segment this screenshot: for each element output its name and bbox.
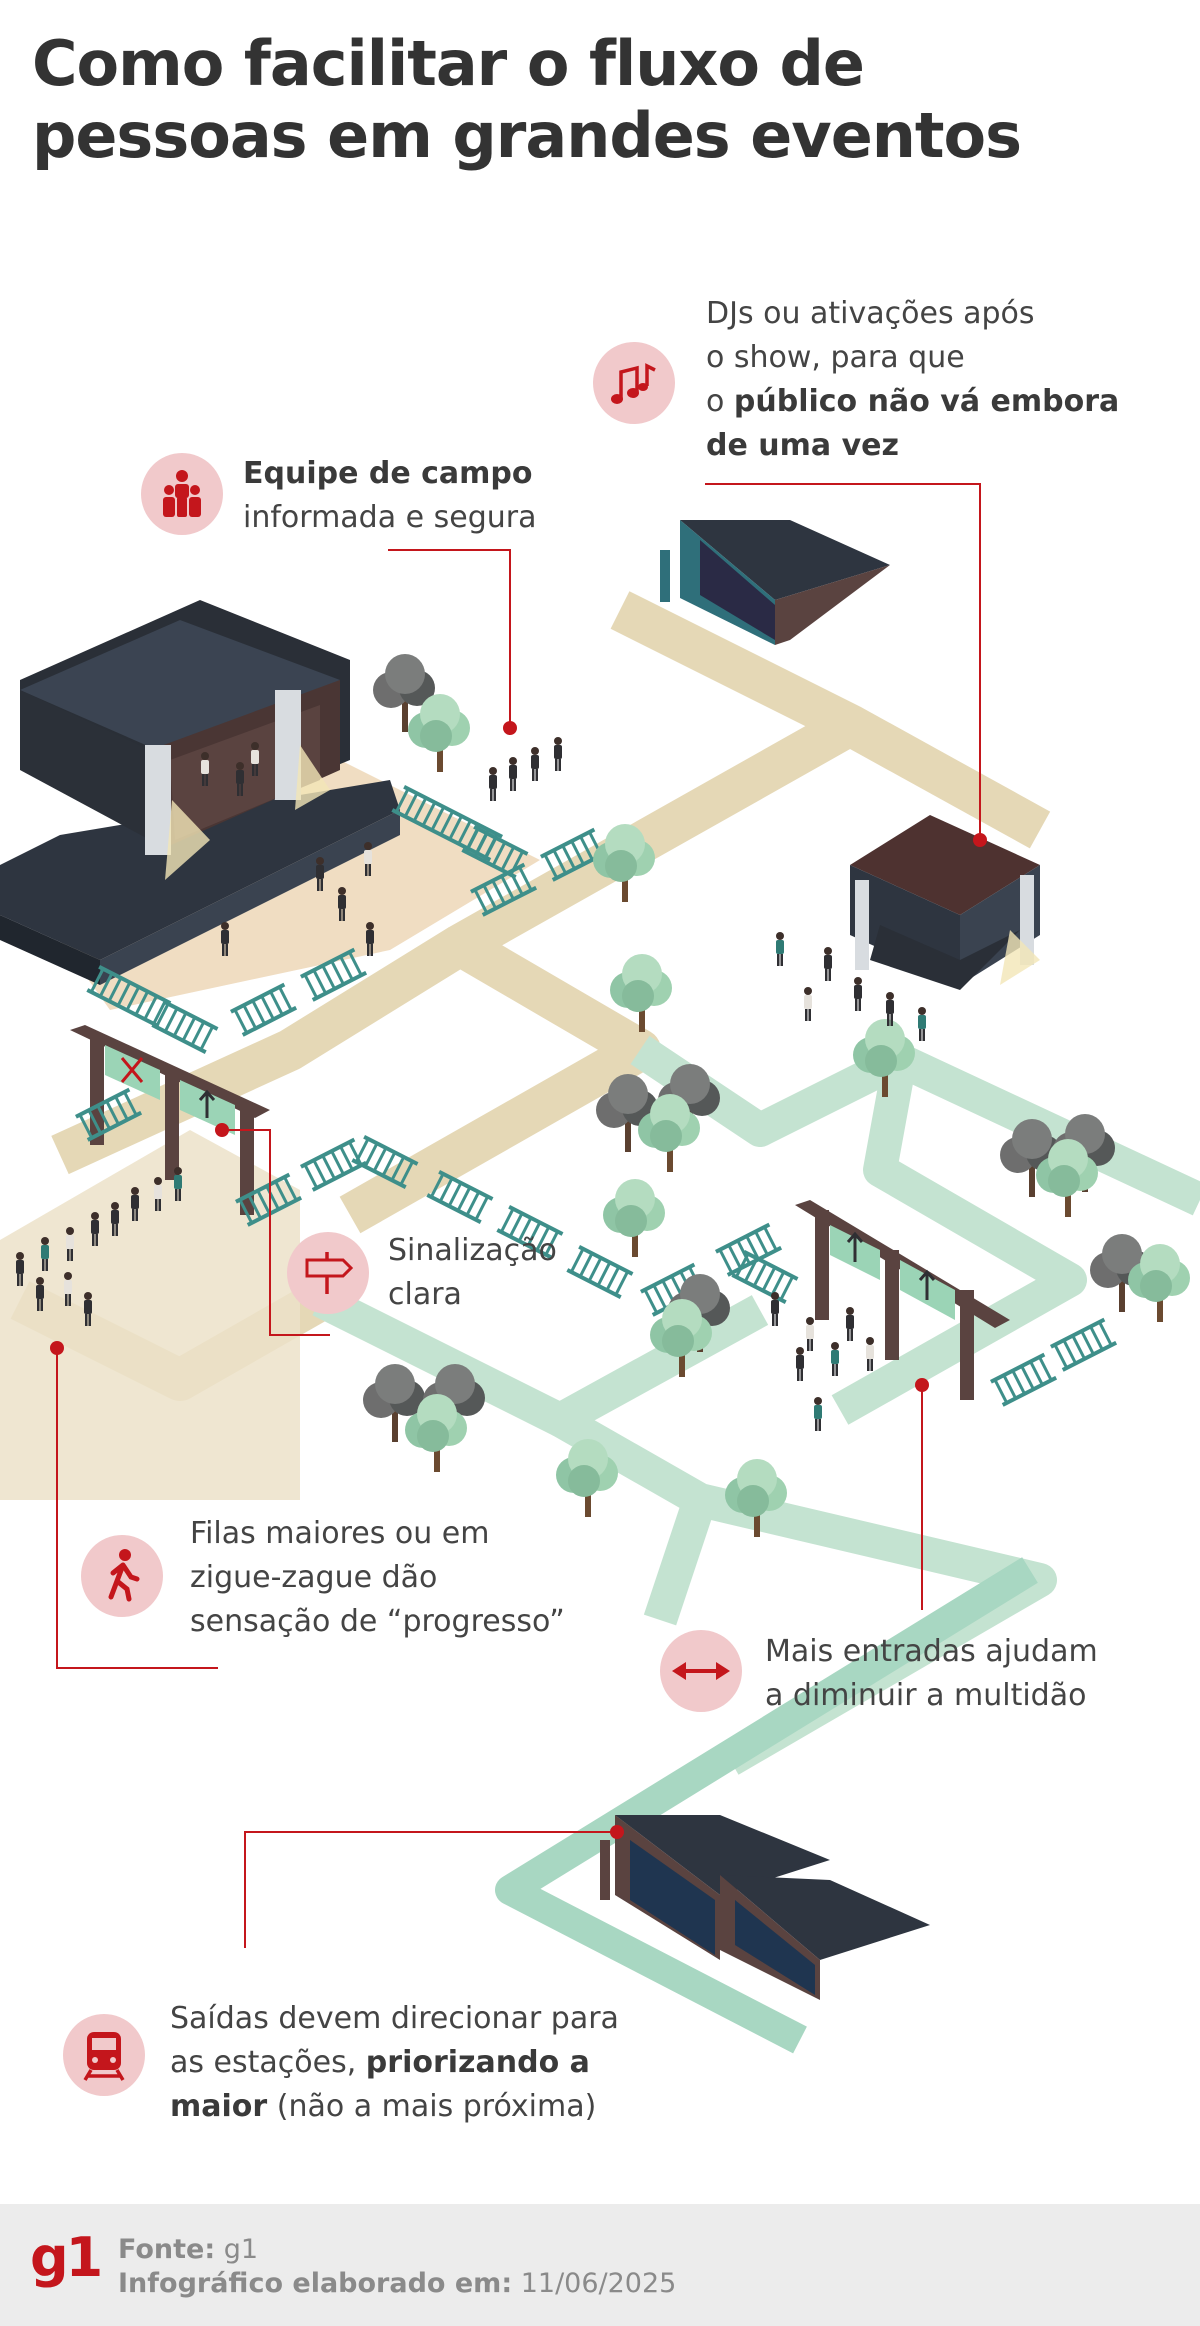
tent-top [660, 520, 890, 645]
annotation-filas: Filas maiores ou em zigue-zague dão sens… [190, 1512, 565, 1644]
annotation-saidas: Saídas devem direcionar para as estações… [170, 1997, 619, 2129]
main-stage [0, 600, 400, 985]
date-label: Infográfico elaborado em: [118, 2268, 513, 2299]
entrance-gate-right [795, 1200, 1010, 1400]
annotation-djs: DJs ou ativações após o show, para que o… [706, 292, 1119, 468]
djs-line-3-prefix: o [706, 384, 734, 419]
callout-lines [56, 483, 981, 1948]
event-illustration [0, 483, 1200, 2054]
source-value: g1 [215, 2234, 259, 2265]
entrance-gate-left [70, 1025, 270, 1215]
entradas-line-2: a diminuir a multidão [765, 1678, 1087, 1713]
dj-stage [850, 815, 1040, 990]
g1-logo: g1 [30, 2226, 103, 2289]
saidas-line-3-suffix: (não a mais próxima) [267, 2089, 597, 2124]
equipe-line-2: informada e segura [243, 500, 537, 535]
title-line-1: Como facilitar o fluxo de [32, 27, 865, 100]
signpost-icon [287, 1232, 369, 1314]
date-line: Infográfico elaborado em: 11/06/2025 [118, 2268, 676, 2299]
annotation-entradas: Mais entradas ajudam a diminuir a multid… [765, 1630, 1098, 1718]
source-label: Fonte: [118, 2234, 216, 2265]
annotation-equipe: Equipe de campo informada e segura [243, 452, 537, 540]
entradas-line-1: Mais entradas ajudam [765, 1634, 1098, 1669]
callout-dots [50, 721, 987, 1839]
station-buildings [600, 1815, 930, 2000]
sinalizacao-line-1: Sinalização [388, 1233, 557, 1268]
filas-line-1: Filas maiores ou em [190, 1516, 490, 1551]
title-line-2: pessoas em grandes eventos [32, 99, 1022, 172]
team-people-icon [141, 453, 223, 535]
saidas-line-3-bold: maior [170, 2089, 268, 2124]
filas-line-3: sensação de “progresso” [190, 1604, 565, 1639]
djs-line-4-bold: de uma vez [706, 428, 899, 463]
filas-line-2: zigue-zague dão [190, 1560, 438, 1595]
equipe-line-1-bold: Equipe de campo [243, 456, 533, 491]
saidas-line-2-prefix: as estações, [170, 2045, 366, 2080]
walkway-green-exit [495, 1557, 1038, 2054]
sinalizacao-line-2: clara [388, 1277, 462, 1312]
date-value: 11/06/2025 [512, 2268, 677, 2299]
music-notes-icon [593, 342, 675, 424]
djs-line-3-bold: público não vá embora [733, 384, 1120, 419]
saidas-line-1: Saídas devem direcionar para [170, 2001, 619, 2036]
djs-line-2: o show, para que [706, 340, 965, 375]
fences [75, 785, 1118, 1407]
saidas-line-2-bold: priorizando a [365, 2045, 590, 2080]
footer: g1 Fonte: g1 Infográfico elaborado em: 1… [0, 2204, 1200, 2326]
page-title: Como facilitar o fluxo de pessoas em gra… [32, 28, 1172, 172]
queue-area [0, 1130, 300, 1500]
annotation-sinalizacao: Sinalização clara [388, 1229, 557, 1317]
walking-person-icon [81, 1535, 163, 1617]
double-arrow-icon [660, 1630, 742, 1712]
source-line: Fonte: g1 [118, 2234, 258, 2265]
train-icon [63, 2014, 145, 2096]
djs-line-1: DJs ou ativações após [706, 296, 1035, 331]
